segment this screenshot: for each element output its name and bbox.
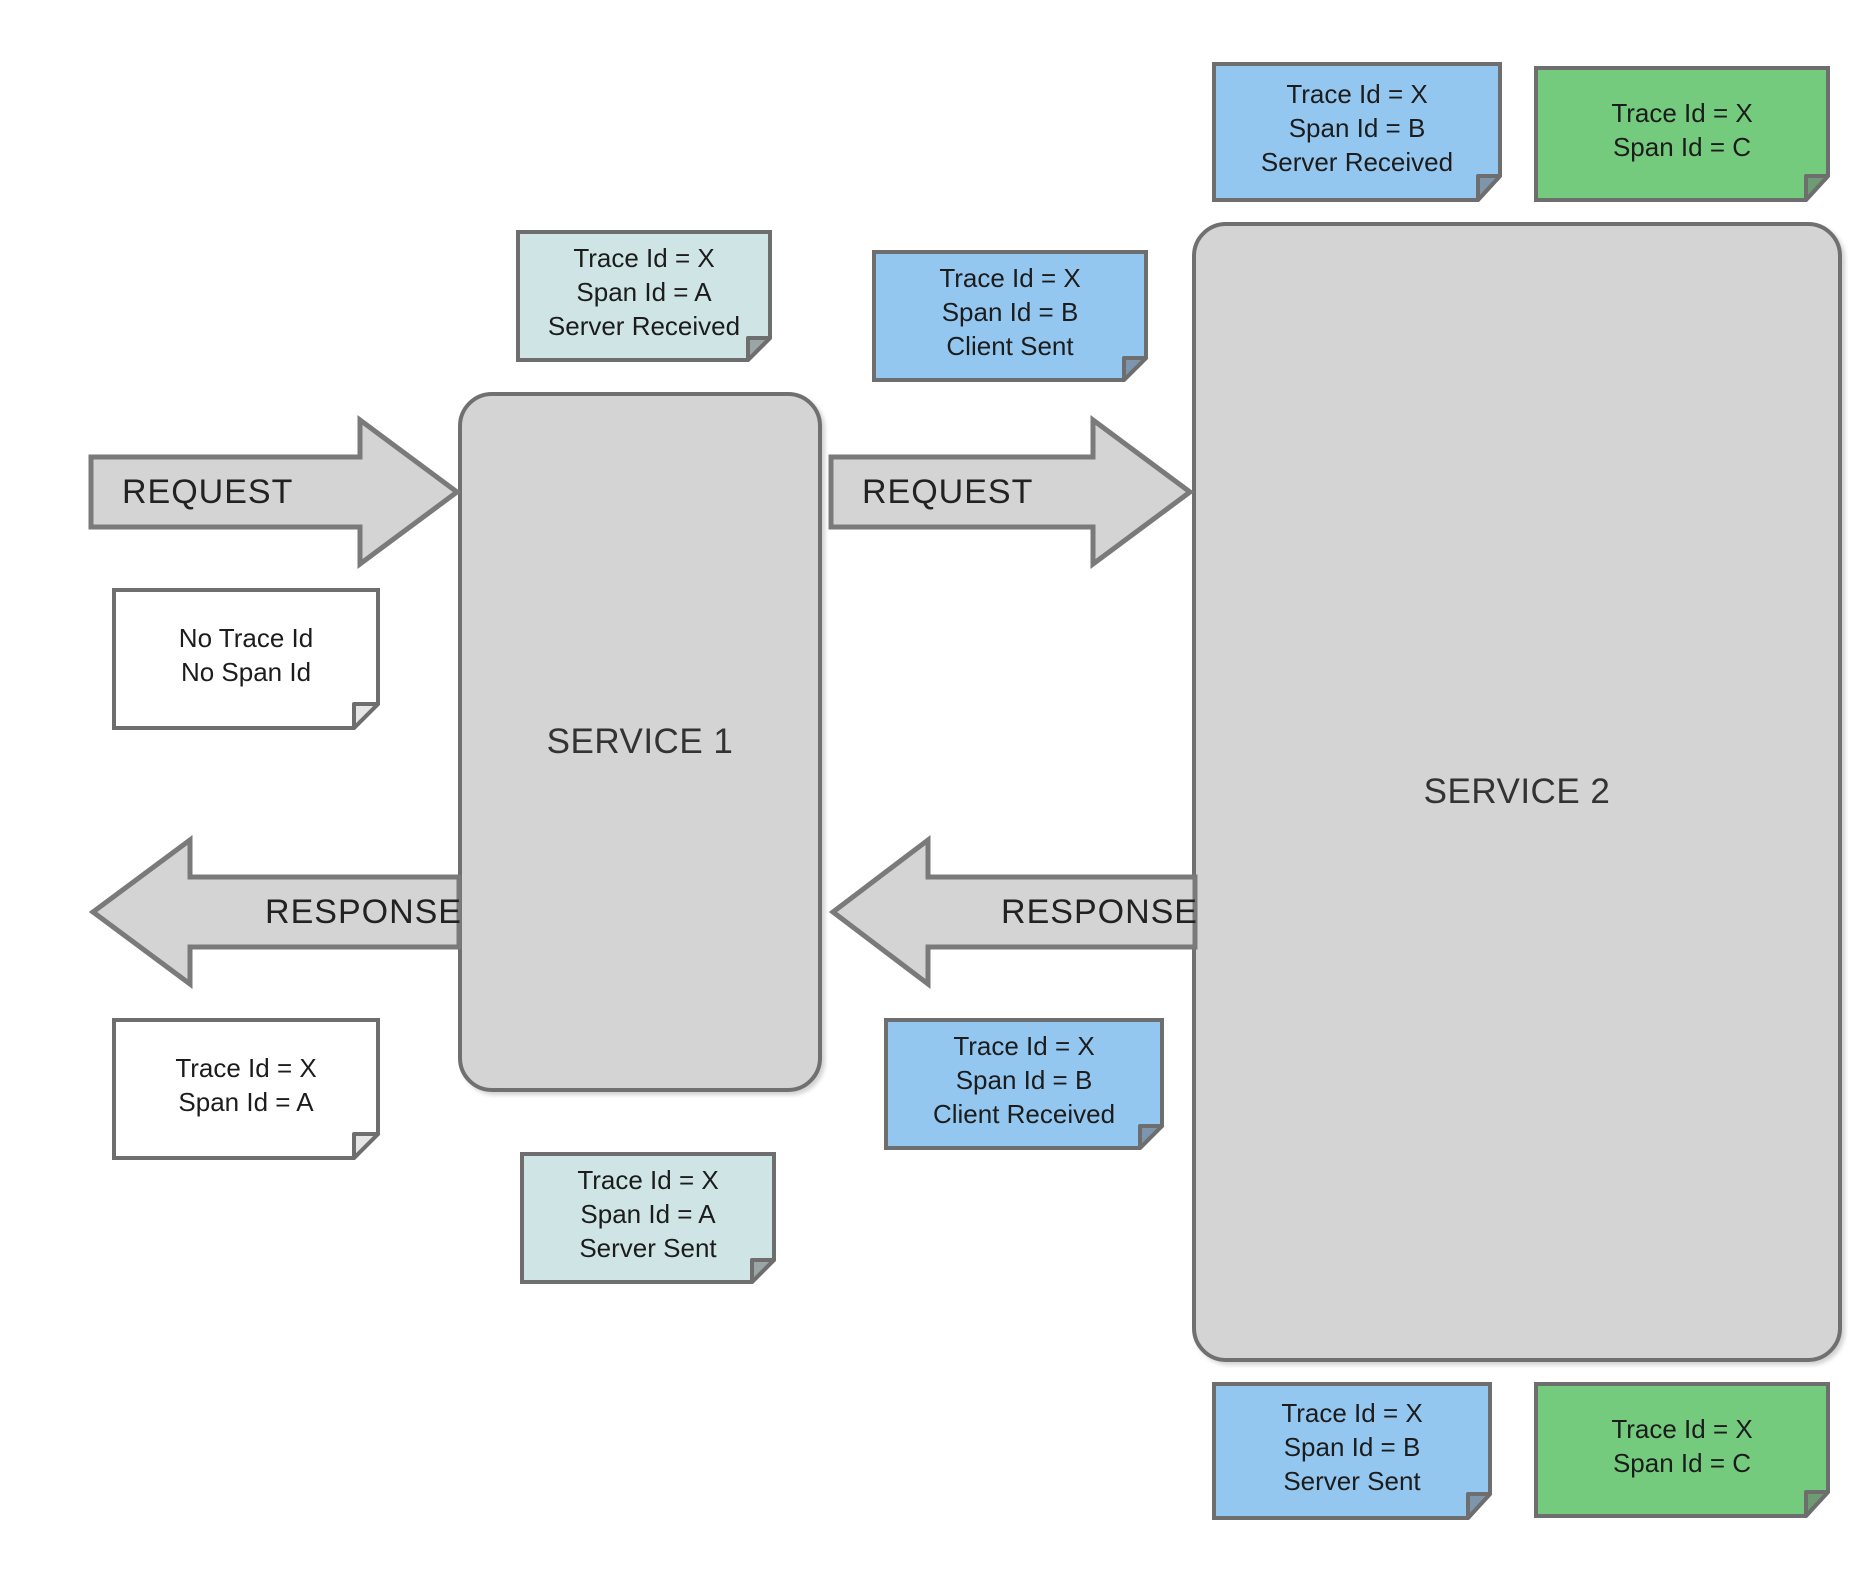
service-box-service-2[interactable]: SERVICE 2 [1192,222,1842,1362]
request-arrow-shape [88,415,462,569]
note-service1-client-sent[interactable]: Trace Id = X Span Id = B Client Sent [872,250,1148,382]
note-shape [1534,1382,1830,1518]
service-2-label: SERVICE 2 [1423,772,1611,811]
note-service1-client-received[interactable]: Trace Id = X Span Id = B Client Received [884,1018,1164,1150]
response-arrow-shape [828,834,1198,990]
note-shape [884,1018,1164,1150]
response-arrow-shape [88,835,462,989]
note-service2-span-c-bottom[interactable]: Trace Id = X Span Id = C [1534,1382,1830,1518]
request-arrow-shape [828,415,1195,569]
service-box-service-1[interactable]: SERVICE 1 [458,392,822,1092]
note-incoming-request[interactable]: No Trace Id No Span Id [112,588,380,730]
note-service2-server-sent[interactable]: Trace Id = X Span Id = B Server Sent [1212,1382,1492,1520]
arrow-response-external[interactable]: RESPONSE [88,832,462,992]
note-outgoing-response[interactable]: Trace Id = X Span Id = A [112,1018,380,1160]
note-shape [1212,62,1502,202]
arrow-response-internal[interactable]: RESPONSE [828,832,1198,992]
arrow-request-internal[interactable]: REQUEST [828,412,1198,572]
note-shape [1212,1382,1492,1520]
note-shape [112,588,380,730]
note-service1-server-received[interactable]: Trace Id = X Span Id = A Server Received [516,230,772,362]
note-shape [1534,66,1830,202]
note-shape [112,1018,380,1160]
note-shape [520,1152,776,1284]
note-service2-span-c-top[interactable]: Trace Id = X Span Id = C [1534,66,1830,202]
note-shape [872,250,1148,382]
arrow-request-external[interactable]: REQUEST [88,412,462,572]
note-service1-server-sent[interactable]: Trace Id = X Span Id = A Server Sent [520,1152,776,1284]
note-service2-server-received[interactable]: Trace Id = X Span Id = B Server Received [1212,62,1502,202]
note-shape [516,230,772,362]
service-1-label: SERVICE 1 [546,722,734,761]
